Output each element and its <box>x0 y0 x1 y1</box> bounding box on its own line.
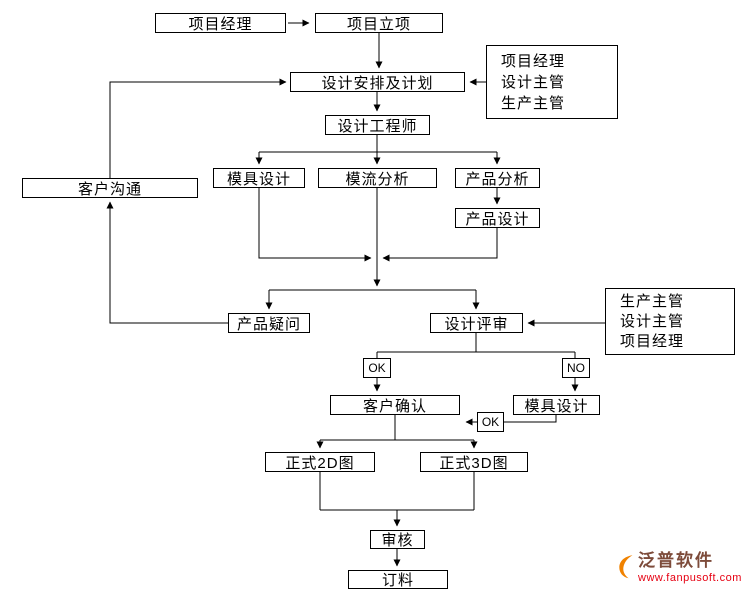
plan-participant-3: 生产主管 <box>501 95 566 112</box>
review-participant-1: 生产主管 <box>620 293 685 310</box>
node-design-review: 设计评审 <box>430 313 523 333</box>
node-mold-design-redo: 模具设计 <box>513 395 600 415</box>
plan-participant-2: 设计主管 <box>501 74 566 91</box>
review-participant-2: 设计主管 <box>620 313 685 330</box>
fanpu-logo-icon <box>616 553 635 585</box>
plan-participant-1: 项目经理 <box>501 53 566 70</box>
label-review-ok: OK <box>363 358 391 378</box>
review-participants-box: 生产主管 设计主管 项目经理 <box>605 288 735 355</box>
node-review: 审核 <box>370 530 425 549</box>
fanpu-logo: 泛普软件 www.fanpusoft.com <box>616 551 742 585</box>
node-design-plan: 设计安排及计划 <box>290 72 465 92</box>
node-mold-design: 模具设计 <box>213 168 305 188</box>
node-project-initiation: 项目立项 <box>315 13 443 33</box>
node-product-question: 产品疑问 <box>228 313 310 333</box>
brand-url[interactable]: www.fanpusoft.com <box>638 572 742 584</box>
review-participant-3: 项目经理 <box>620 333 685 350</box>
label-review-no: NO <box>562 358 590 378</box>
node-customer-confirm: 客户确认 <box>330 395 460 415</box>
node-official-2d: 正式2D图 <box>265 452 375 472</box>
node-product-analysis: 产品分析 <box>455 168 540 188</box>
node-official-3d: 正式3D图 <box>420 452 528 472</box>
node-order-material: 订料 <box>348 570 448 589</box>
label-confirm-ok: OK <box>477 412 504 432</box>
plan-participants-box: 项目经理 设计主管 生产主管 <box>486 45 618 119</box>
brand-name: 泛普软件 <box>638 551 714 570</box>
node-customer-communication: 客户沟通 <box>22 178 198 198</box>
node-product-design: 产品设计 <box>455 208 540 228</box>
node-project-manager: 项目经理 <box>155 13 286 33</box>
node-design-engineer: 设计工程师 <box>325 115 430 135</box>
node-moldflow-analysis: 模流分析 <box>318 168 437 188</box>
